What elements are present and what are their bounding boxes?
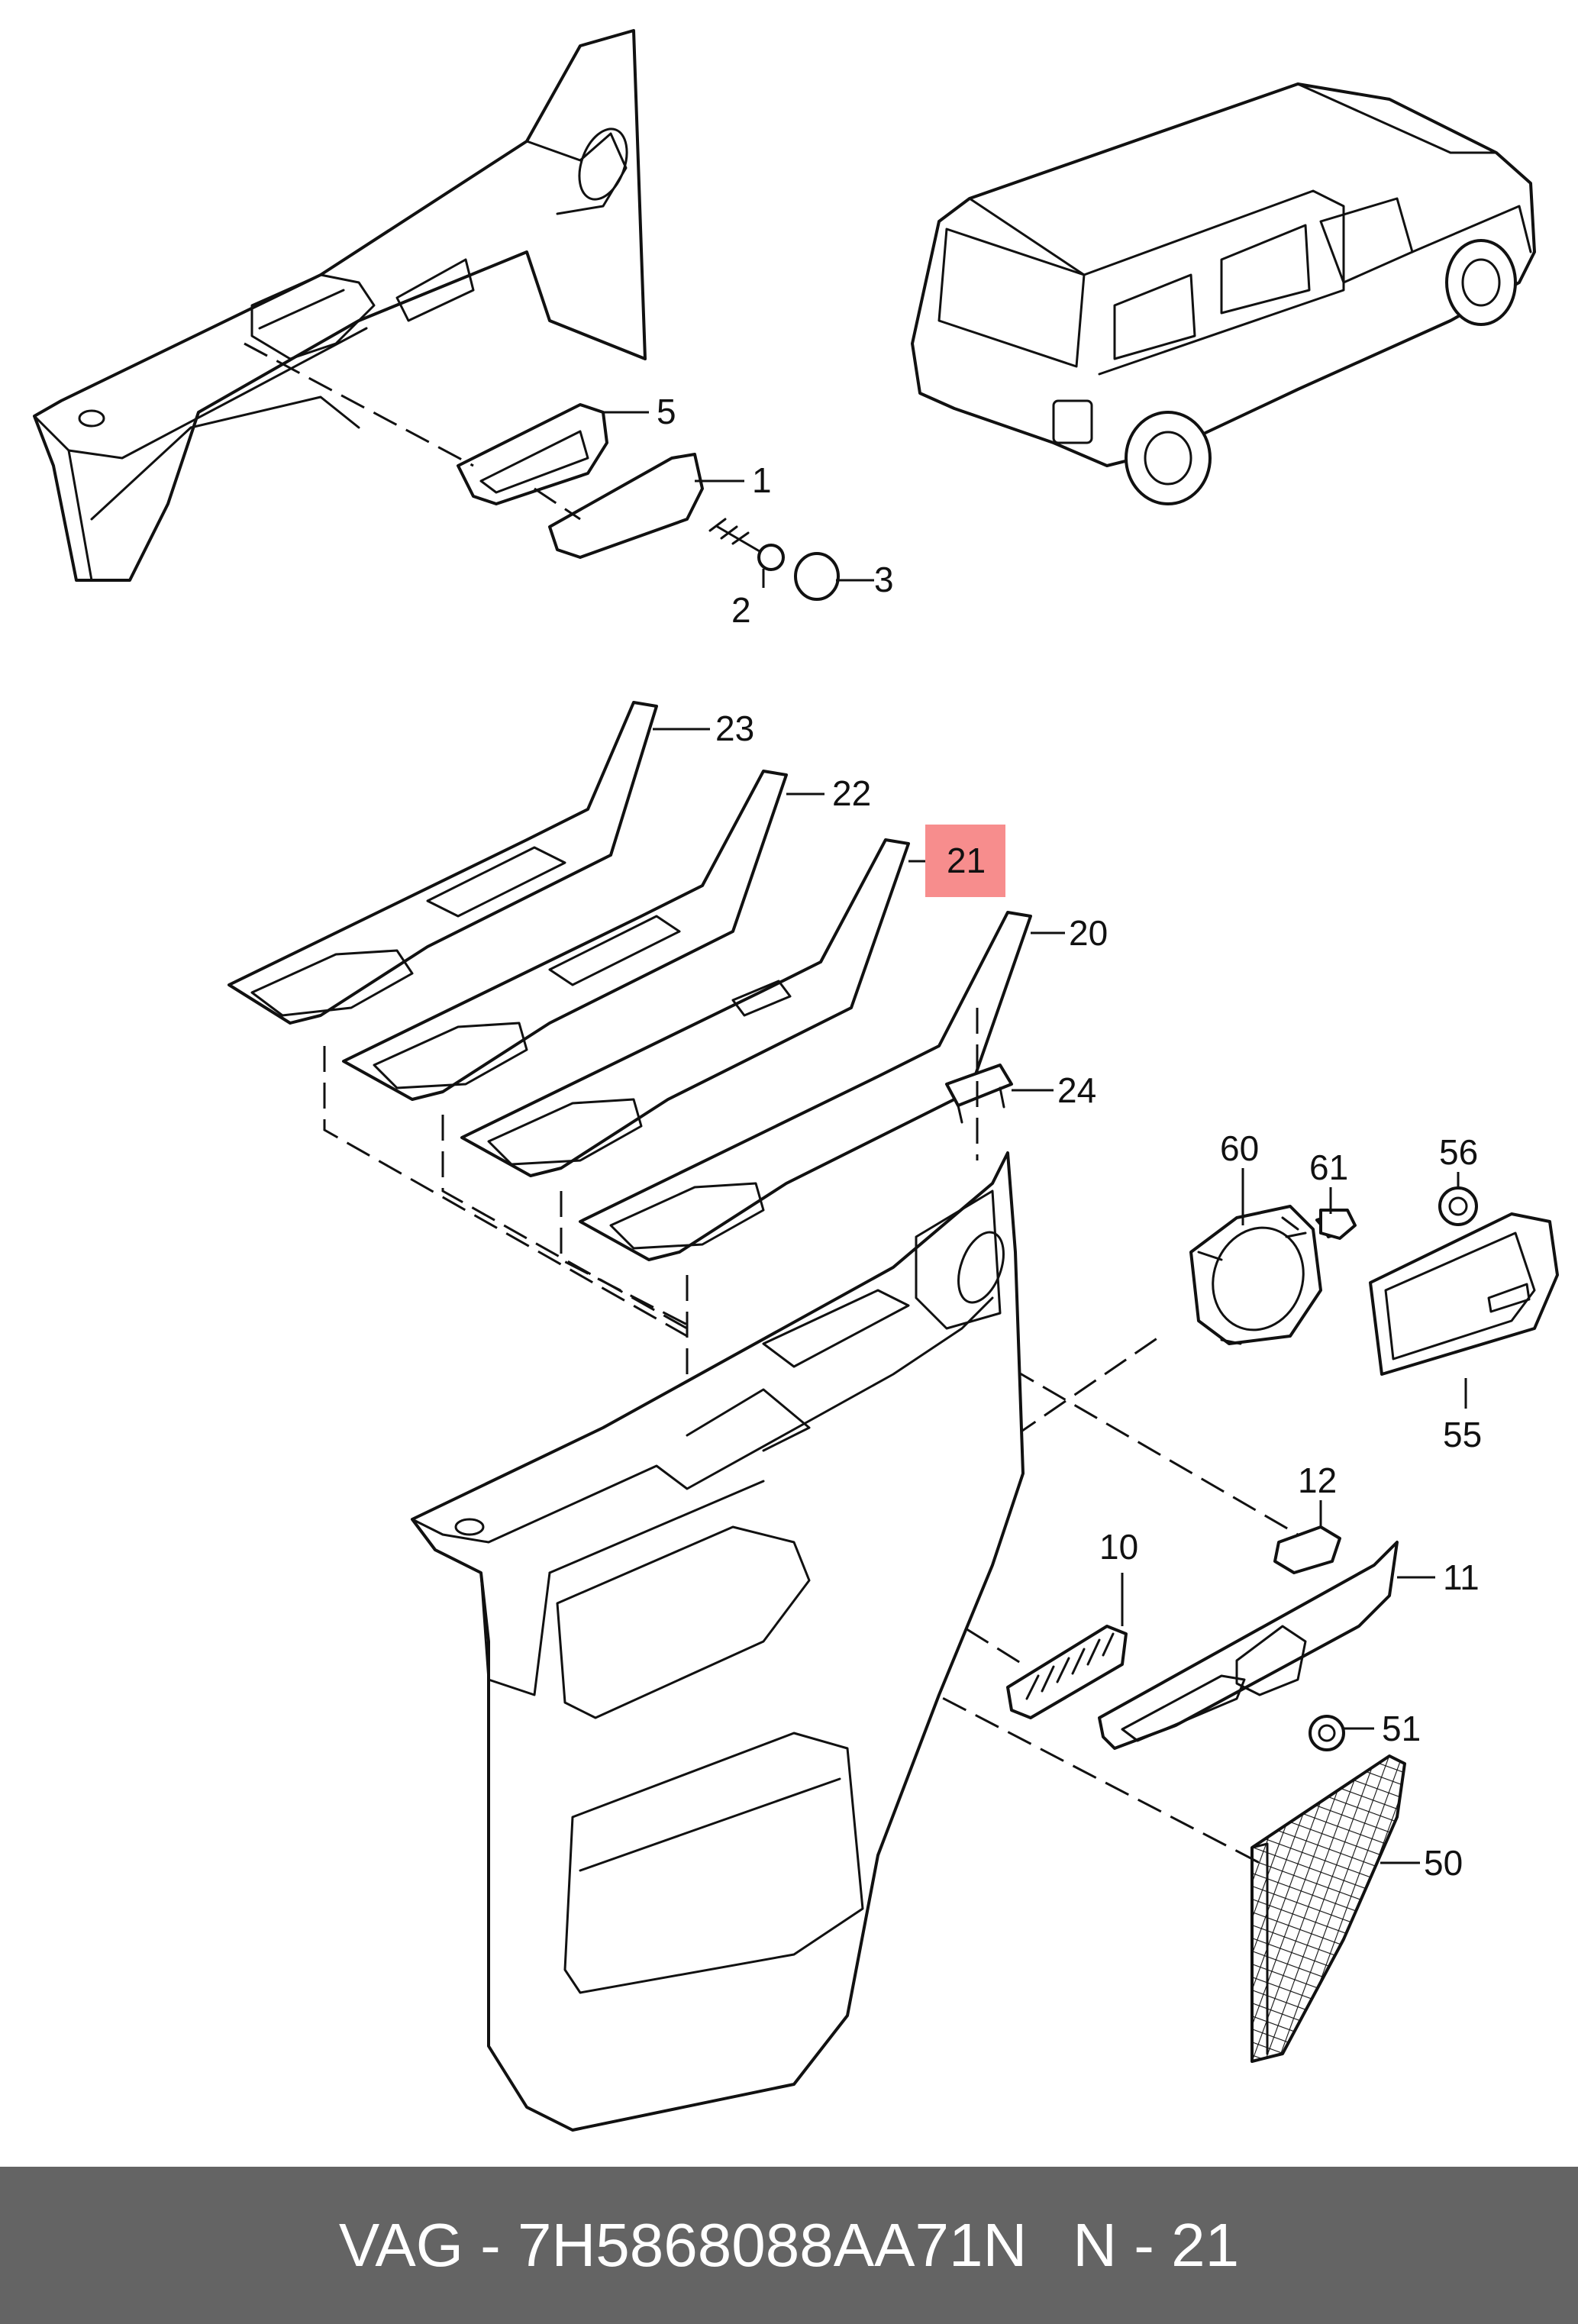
parts-diagram: 5 1 2 3 23 22 21 20 24 60 61 56 55 12 11… [33,29,1559,2132]
front-door-panel-drawing [33,29,647,582]
bolt-61-drawing [1319,1209,1357,1240]
callout-labels: 5 1 2 3 23 22 21 20 24 60 61 56 55 12 11… [657,392,1482,1883]
callout-23: 23 [715,708,754,748]
speaker-grille-50-drawing [1250,1754,1406,2063]
clip-24-drawing [945,1064,1013,1124]
callout-11: 11 [1443,1557,1480,1597]
armrest-trim-21-drawing [460,838,910,1177]
callout-2: 2 [731,590,751,630]
armrest-trim-23-drawing [228,701,658,1025]
vent-grille-10-drawing [1006,1625,1128,1719]
armrest-trim-20-drawing [579,911,1032,1261]
leader-lines [603,411,1467,1864]
clip-12-drawing [1273,1525,1341,1574]
grommet-51-drawing [1309,1715,1345,1751]
van-illustration [911,82,1536,505]
position-reference: N - 21 [1073,2211,1240,2279]
front-handle-parts-drawing [244,342,840,601]
callout-22: 22 [832,773,871,813]
part-number: 7H5868088AA71N [518,2211,1028,2279]
callout-60: 60 [1220,1128,1259,1168]
callout-10: 10 [1099,1527,1138,1567]
callout-61: 61 [1309,1147,1348,1187]
armrest-trim-22-drawing [342,770,788,1101]
callout-1: 1 [752,460,772,500]
highlight-box-21 [925,825,1005,897]
sliding-door-panel-drawing [411,1151,1025,2132]
callout-12: 12 [1298,1461,1337,1500]
callout-50: 50 [1424,1843,1463,1883]
brand-label: VAG [338,2211,463,2279]
callout-55: 55 [1443,1415,1482,1454]
callout-21: 21 [947,841,986,880]
speaker-cover-55-drawing [1369,1212,1559,1376]
callout-5: 5 [657,392,676,431]
grommet-56-drawing [1438,1186,1478,1226]
callout-20: 20 [1069,913,1108,953]
callout-51: 51 [1382,1709,1421,1748]
handle-trim-11-drawing [1098,1541,1399,1750]
callout-3: 3 [874,560,894,599]
callout-56: 56 [1439,1132,1478,1172]
brand-separator: - [480,2211,501,2279]
callout-24: 24 [1057,1070,1096,1110]
part-number-footer: VAG - 7H5868088AA71N N - 21 [0,2167,1578,2324]
